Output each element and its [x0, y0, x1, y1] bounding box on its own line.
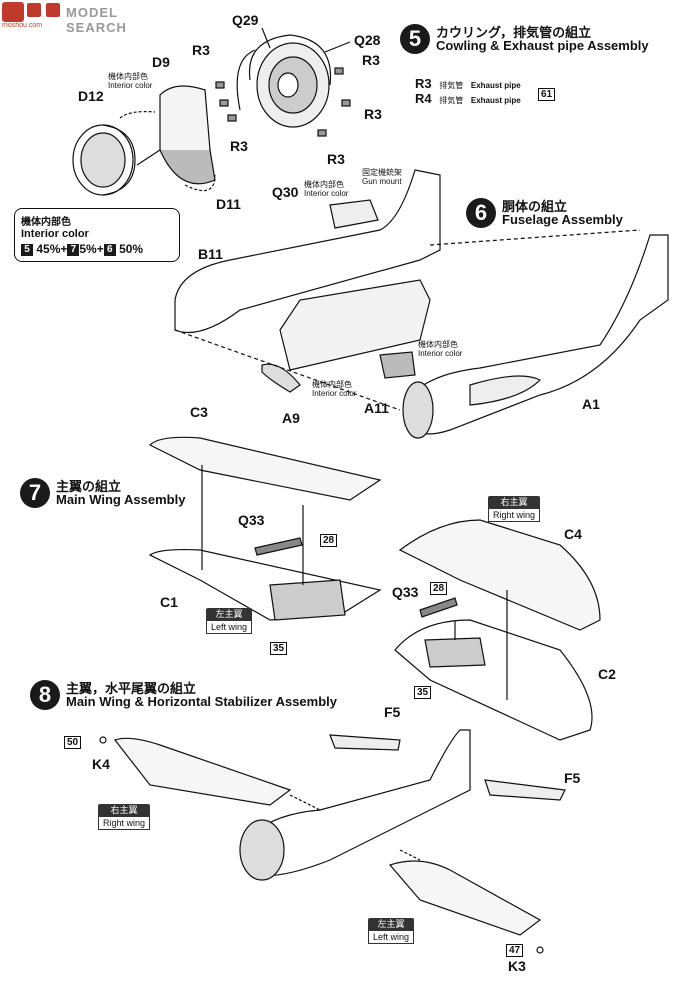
part-d9-shape: [159, 85, 211, 161]
stabilizer-f5-top: [329, 734, 401, 751]
step-8-title-jp: 主翼，水平尾翼の組立: [66, 681, 197, 696]
part-c4-shape: [398, 519, 601, 631]
a9-note: 機体内部色 Interior color: [312, 380, 357, 398]
part-f5-top: F5: [384, 704, 401, 720]
right-wing-shape: [114, 737, 292, 806]
right-wing-tag-7: 右主翼 Right wing: [488, 496, 541, 522]
part-q30: Q30: [272, 184, 299, 200]
left-wing-tag-7: 左主翼 Left wing: [206, 608, 253, 634]
part-k4: K4: [92, 756, 110, 772]
step-number-5: 5: [400, 24, 430, 54]
step-5-title-en: Cowling & Exhaust pipe Assembly: [436, 38, 649, 53]
part-b11: B11: [198, 246, 223, 262]
part-f5-right: F5: [564, 770, 581, 786]
exhaust-legend-r3: R3 排気管 Exhaust pipe: [415, 76, 521, 91]
part-q29: Q29: [232, 12, 259, 28]
part-c3: C3: [190, 404, 208, 420]
step-6-title-en: Fuselage Assembly: [502, 212, 623, 227]
part-c1-shape: [148, 548, 382, 621]
watermark-logo-icon: [2, 2, 24, 22]
ref-28-left: 28: [320, 530, 338, 548]
watermark: MODEL SEARCH moshou.com: [0, 0, 160, 35]
part-a9: A9: [282, 410, 300, 426]
fuselage-left-half: [174, 169, 441, 334]
part-r3-d: R3: [230, 138, 248, 154]
step-8-title-en: Main Wing & Horizontal Stabilizer Assemb…: [66, 694, 337, 709]
fuselage-assembled: [404, 234, 669, 435]
right-wing-tag-8: 右主翼 Right wing: [98, 804, 151, 830]
aircraft-fuselage: [239, 729, 471, 877]
cockpit-floor: [279, 279, 431, 371]
left-wing-shape: [388, 860, 542, 936]
part-c3-shape: [148, 436, 382, 501]
part-a1: A1: [582, 396, 600, 412]
exhaust-legend-r4: R4 排気管 Exhaust pipe: [415, 91, 521, 106]
watermark-site: moshou.com: [2, 22, 43, 29]
gun-mount-note: 固定機銃架 Gun mount: [362, 168, 402, 186]
part-a11: A11: [364, 400, 389, 416]
part-c2: C2: [598, 666, 616, 682]
step-6-title-jp: 胴体の組立: [502, 199, 568, 214]
ref-47: 47: [506, 940, 524, 958]
ref-28-right: 28: [430, 578, 448, 596]
step-number-7: 7: [20, 478, 50, 508]
part-c1: C1: [160, 594, 178, 610]
part-c4: C4: [564, 526, 582, 542]
part-k3: K3: [508, 958, 526, 974]
stabilizer-f5-right: [484, 779, 566, 801]
step-5-title-jp: カウリング，排気管の組立: [436, 25, 592, 40]
ref-50: 50: [64, 732, 82, 750]
part-d9: D9: [152, 54, 170, 70]
gun-mount: [329, 199, 379, 229]
part-r3-c: R3: [364, 106, 382, 122]
watermark-logo-icon-2: [27, 3, 41, 17]
part-r3-a: R3: [192, 42, 210, 58]
part-d11-shape: [159, 149, 216, 185]
left-wing-tag-8: 左主翼 Left wing: [368, 918, 415, 944]
ref-35-right: 35: [414, 682, 432, 700]
cowling-top: [248, 34, 332, 86]
part-r3-b: R3: [362, 52, 380, 68]
part-d12: D12: [78, 88, 104, 104]
exhaust-ref: 61: [538, 84, 556, 102]
d9-note: 機体内部色 Interior color: [108, 72, 153, 90]
part-c2-shape: [394, 619, 593, 741]
watermark-logo-icon-3: [46, 3, 60, 17]
step-7-title-jp: 主翼の組立: [56, 479, 122, 494]
q30-note: 機体内部色 Interior color: [304, 180, 349, 198]
step-7-title-en: Main Wing Assembly: [56, 492, 186, 507]
part-q33-right: Q33: [392, 584, 419, 600]
part-r3-e: R3: [327, 151, 345, 167]
step-number-6: 6: [466, 198, 496, 228]
ref-35-left: 35: [270, 638, 288, 656]
step-number-8: 8: [30, 680, 60, 710]
part-q28: Q28: [354, 32, 381, 48]
part-d11: D11: [216, 196, 241, 212]
part-a11-shape: [379, 351, 416, 379]
a11-note: 機体内部色 Interior color: [418, 340, 463, 358]
watermark-text: MODEL SEARCH: [66, 5, 127, 35]
part-q33-left: Q33: [238, 512, 265, 528]
